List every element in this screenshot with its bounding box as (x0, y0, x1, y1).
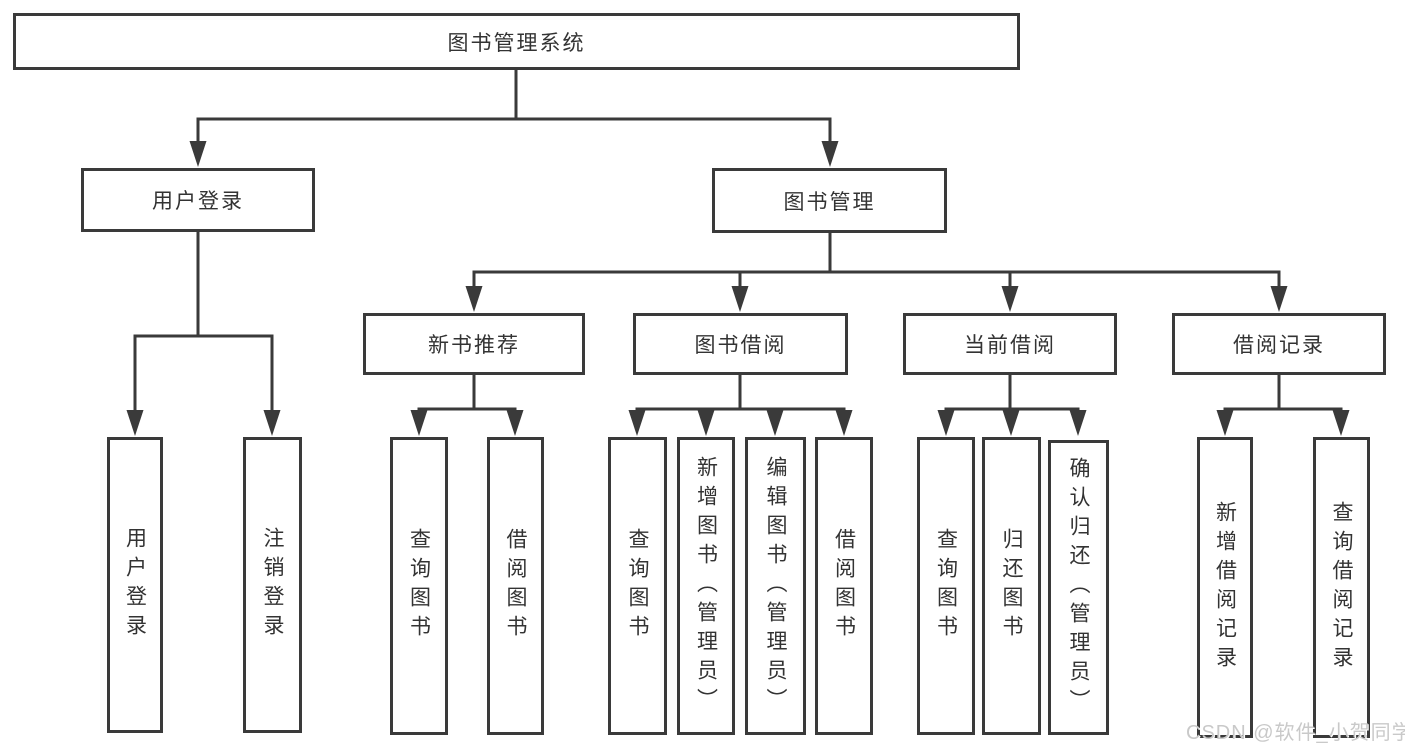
node-book-borrowing: 图书借阅 (633, 313, 848, 375)
leaf-cb-return-books: 归还图书 (982, 437, 1041, 735)
leaf-cb-query-books-label: 查询图书 (934, 528, 958, 644)
leaf-nb-query-books: 查询图书 (390, 437, 448, 735)
node-new-book-recommend-label: 新书推荐 (428, 334, 520, 357)
leaf-nb-borrow-books-label: 借阅图书 (504, 528, 527, 644)
leaf-bb-borrow-books-label: 借阅图书 (832, 528, 856, 644)
leaf-cb-confirm-return-admin: 确认归还（管理员） (1048, 440, 1109, 735)
node-book-management-label: 图书管理 (783, 190, 876, 214)
leaf-cb-confirm-return-admin-label: 确认归还（管理员） (1067, 457, 1090, 718)
leaf-bb-edit-books-admin-label: 编辑图书（管理员） (764, 455, 787, 717)
leaf-br-add-record-label: 新增借阅记录 (1213, 500, 1237, 675)
leaf-nb-borrow-books: 借阅图书 (487, 437, 544, 735)
leaf-bb-query-books-label: 查询图书 (626, 528, 649, 644)
node-user-login: 用户登录 (81, 168, 315, 232)
leaf-logout: 注销登录 (243, 437, 302, 733)
leaf-user-login-label: 用户登录 (123, 527, 147, 643)
leaf-br-query-record: 查询借阅记录 (1313, 437, 1370, 738)
node-borrowing-records-label: 借阅记录 (1233, 334, 1325, 357)
leaf-bb-edit-books-admin: 编辑图书（管理员） (745, 437, 806, 735)
leaf-cb-query-books: 查询图书 (917, 437, 975, 735)
node-user-login-label: 用户登录 (152, 190, 244, 213)
node-new-book-recommend: 新书推荐 (363, 313, 585, 375)
leaf-br-query-record-label: 查询借阅记录 (1330, 500, 1353, 675)
leaf-bb-add-books-admin: 新增图书（管理员） (677, 437, 735, 735)
leaf-user-login: 用户登录 (107, 437, 163, 733)
node-library-system: 图书管理系统 (13, 13, 1020, 70)
leaf-cb-return-books-label: 归还图书 (1000, 528, 1023, 644)
watermark: CSDN @软件_小贺同学 (1186, 722, 1405, 744)
leaf-logout-label: 注销登录 (261, 527, 284, 643)
node-book-management: 图书管理 (712, 168, 947, 233)
leaf-bb-borrow-books: 借阅图书 (815, 437, 873, 735)
node-current-borrowing: 当前借阅 (903, 313, 1117, 375)
leaf-br-add-record: 新增借阅记录 (1197, 437, 1253, 738)
leaf-bb-query-books: 查询图书 (608, 437, 667, 735)
leaf-nb-query-books-label: 查询图书 (407, 528, 431, 644)
node-current-borrowing-label: 当前借阅 (964, 334, 1056, 357)
leaf-bb-add-books-admin-label: 新增图书（管理员） (694, 455, 718, 717)
node-library-system-label: 图书管理系统 (447, 31, 586, 55)
node-borrowing-records: 借阅记录 (1172, 313, 1386, 375)
node-book-borrowing-label: 图书借阅 (694, 334, 787, 357)
